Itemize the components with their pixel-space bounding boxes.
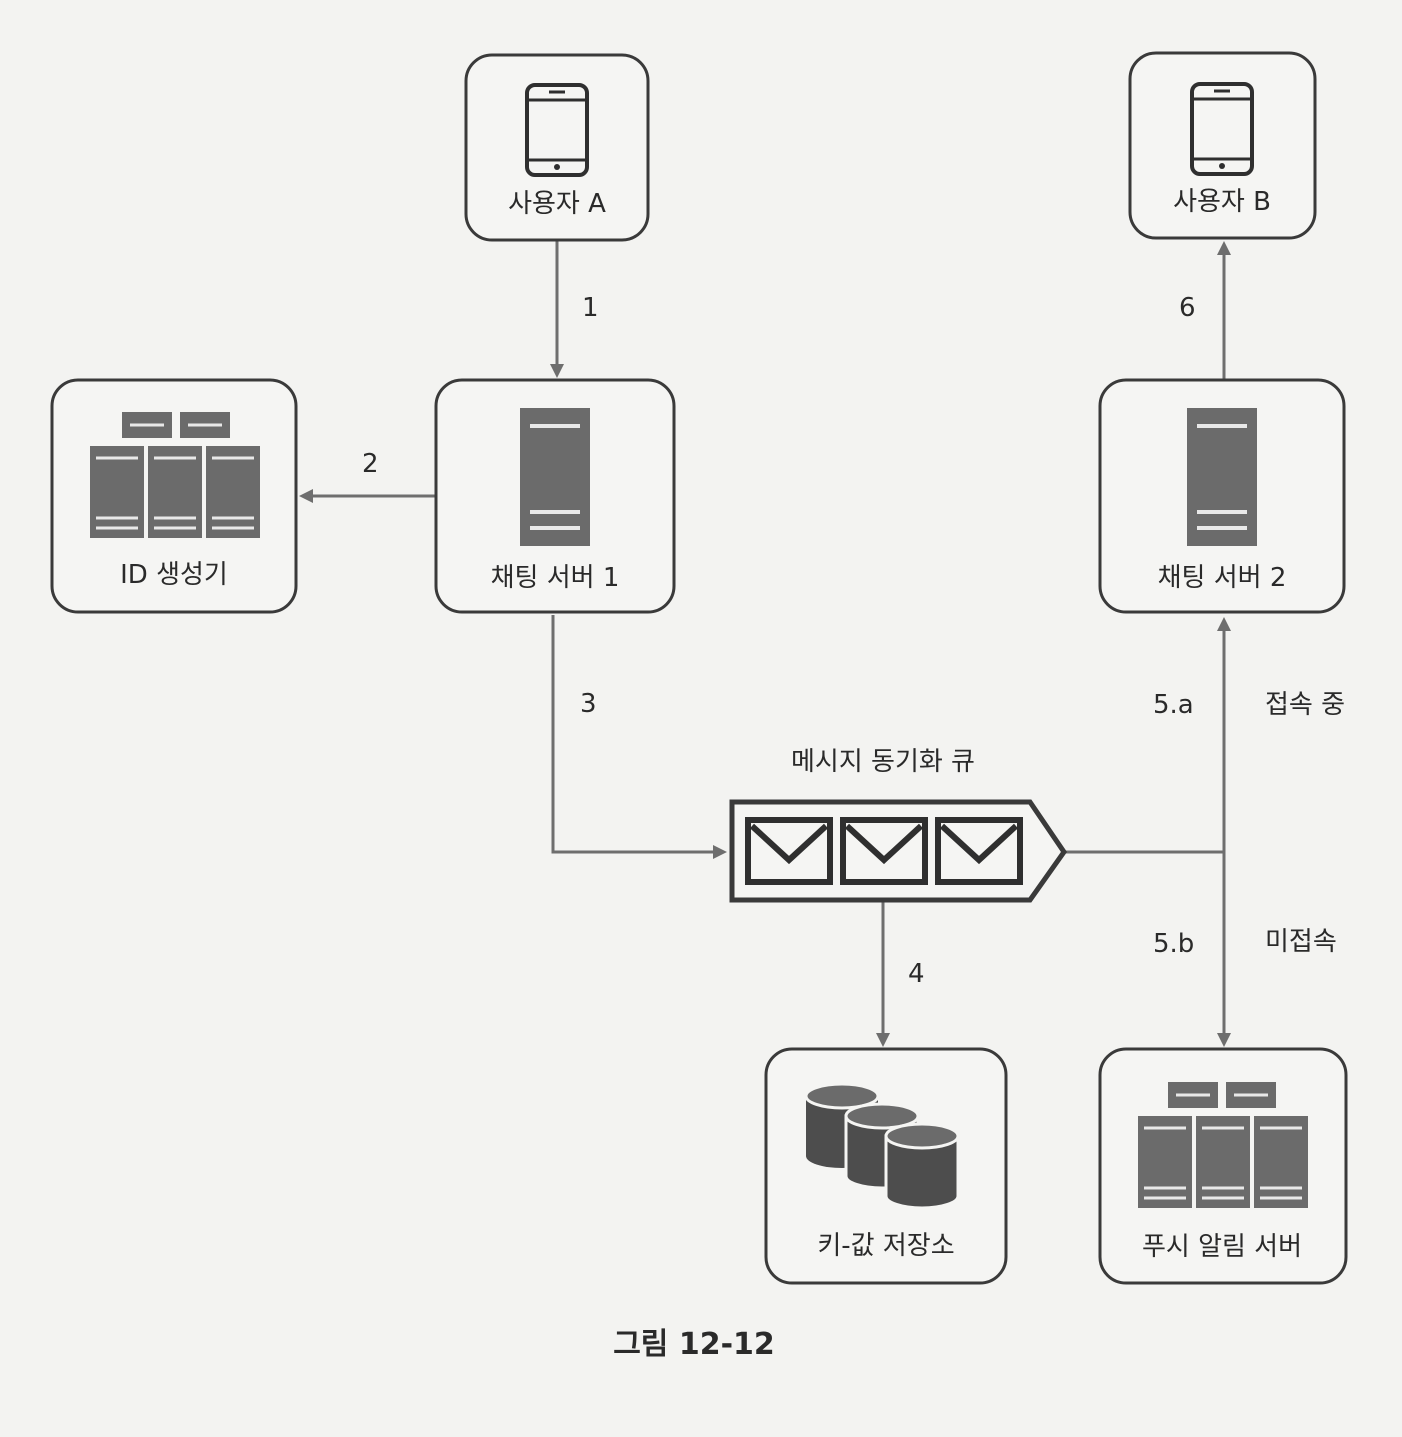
node-label-chat-server-2: 채팅 서버 2 bbox=[1158, 563, 1287, 593]
mobile-phone-icon bbox=[1190, 82, 1254, 176]
edge-label-4: 4 bbox=[908, 959, 925, 989]
node-chat-server-1: 채팅 서버 1 bbox=[434, 378, 676, 614]
edge-label-5b-note: 미접속 bbox=[1265, 927, 1337, 957]
node-label-id-generator: ID 생성기 bbox=[120, 560, 228, 590]
edge-label-3: 3 bbox=[580, 689, 597, 719]
edge-chat-server-1-to-queue bbox=[551, 615, 727, 859]
edge-label-6: 6 bbox=[1179, 293, 1196, 323]
node-label-chat-server-1: 채팅 서버 1 bbox=[491, 563, 620, 593]
node-user-a: 사용자 A bbox=[464, 53, 650, 242]
node-label-user-b: 사용자 B bbox=[1173, 187, 1271, 217]
edge-label-2: 2 bbox=[362, 449, 379, 479]
server-icon bbox=[520, 408, 590, 546]
node-label-push-notification-server: 푸시 알림 서버 bbox=[1142, 1232, 1302, 1262]
edge-label-1: 1 bbox=[582, 293, 599, 323]
connectors bbox=[299, 240, 1231, 1047]
mobile-phone-icon bbox=[525, 83, 589, 177]
node-message-queue: 메시지 동기화 큐 bbox=[729, 747, 1068, 903]
server-cluster-icon bbox=[1138, 1082, 1308, 1208]
node-kv-store: 키-값 저장소 bbox=[764, 1047, 1008, 1285]
node-label-user-a: 사용자 A bbox=[508, 189, 606, 219]
edge-label-5b: 5.b bbox=[1153, 929, 1194, 959]
figure-caption: 그림 12-12 bbox=[613, 1327, 775, 1362]
node-user-b: 사용자 B bbox=[1128, 51, 1317, 240]
envelope-icon bbox=[935, 817, 1023, 885]
node-label-kv-store: 키-값 저장소 bbox=[817, 1231, 954, 1261]
server-cluster-icon bbox=[90, 412, 260, 538]
database-icon bbox=[804, 1082, 960, 1210]
envelope-icon bbox=[840, 817, 928, 885]
edge-label-5a: 5.a bbox=[1153, 690, 1194, 720]
node-chat-server-2: 채팅 서버 2 bbox=[1098, 378, 1346, 614]
server-icon bbox=[1187, 408, 1257, 546]
node-id-generator: ID 생성기 bbox=[50, 378, 298, 614]
edge-label-5a-note: 접속 중 bbox=[1265, 690, 1345, 720]
node-push-notification-server: 푸시 알림 서버 bbox=[1098, 1047, 1348, 1285]
node-label-message-queue: 메시지 동기화 큐 bbox=[791, 747, 975, 777]
envelope-icon bbox=[745, 817, 833, 885]
